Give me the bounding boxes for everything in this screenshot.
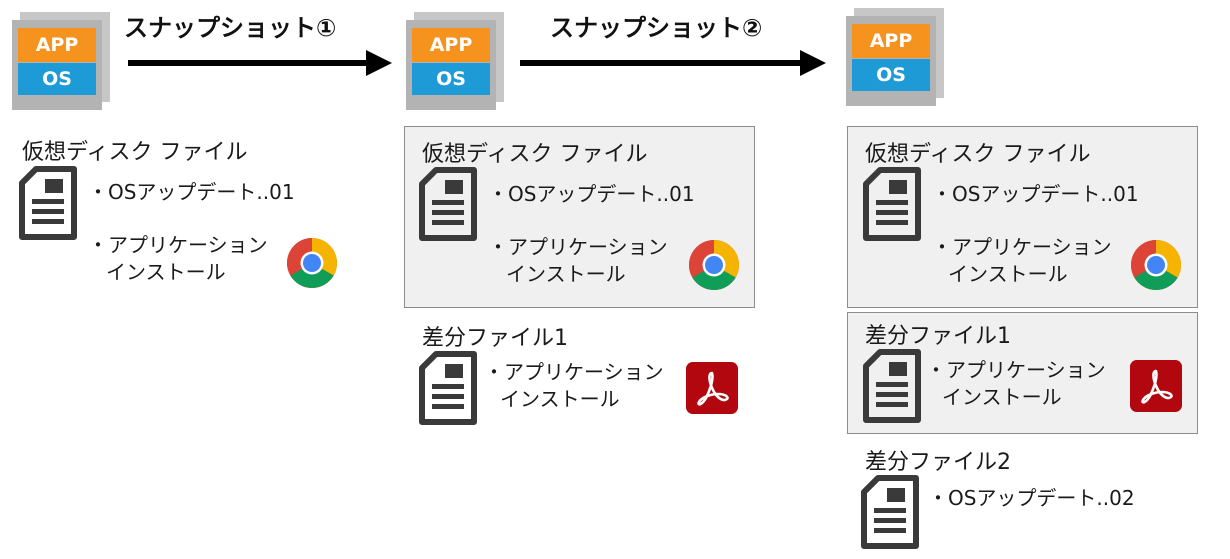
app-install-item-line1: ・アプリケーション xyxy=(932,235,1112,259)
os-update-item: ・OSアップデート..01 xyxy=(932,182,1139,206)
snapshot-1-label: スナップショット① xyxy=(124,14,337,42)
os-layer: OS xyxy=(852,59,930,91)
document-icon xyxy=(419,167,477,241)
os-update-item: ・OSアップデート..01 xyxy=(488,182,695,206)
os-layer: OS xyxy=(412,63,490,95)
app-install-item-line2: インストール xyxy=(942,385,1062,409)
app-layer: APP xyxy=(18,28,96,62)
os-update-item: ・OSアップデート..01 xyxy=(88,180,295,204)
vm-icon: APP OS xyxy=(12,12,110,110)
app-install-item-line1: ・アプリケーション xyxy=(88,233,268,257)
virtual-disk-title: 仮想ディスク ファイル xyxy=(422,142,648,167)
app-install-item-line2: インストール xyxy=(500,387,620,411)
document-icon xyxy=(863,167,921,241)
snapshot-2-label: スナップショット② xyxy=(550,14,763,42)
app-install-item-line1: ・アプリケーション xyxy=(926,358,1106,382)
virtual-disk-title: 仮想ディスク ファイル xyxy=(22,140,248,165)
diff-file-1-title: 差分ファイル1 xyxy=(422,326,568,351)
pdf-icon xyxy=(686,362,738,414)
app-layer: APP xyxy=(852,24,930,58)
os-update-item: ・OSアップデート..02 xyxy=(928,486,1135,510)
diff-file-1-title: 差分ファイル1 xyxy=(865,324,1011,349)
app-install-item-line1: ・アプリケーション xyxy=(484,360,664,384)
app-layer: APP xyxy=(412,28,490,62)
pdf-icon xyxy=(1130,360,1182,412)
os-layer: OS xyxy=(18,63,96,95)
arrow-head-icon xyxy=(366,50,392,76)
chrome-icon xyxy=(689,240,739,290)
vm-icon: APP OS xyxy=(846,8,944,106)
app-install-item-line2: インストール xyxy=(948,262,1068,286)
app-install-item-line1: ・アプリケーション xyxy=(488,235,668,259)
document-icon xyxy=(19,166,77,240)
document-icon xyxy=(419,351,477,425)
snapshot-2-arrow xyxy=(520,60,802,66)
app-install-item-line2: インストール xyxy=(506,262,626,286)
arrow-head-icon xyxy=(800,50,826,76)
chrome-icon xyxy=(1131,240,1181,290)
virtual-disk-title: 仮想ディスク ファイル xyxy=(865,142,1091,167)
vm-icon: APP OS xyxy=(406,12,504,110)
app-install-item-line2: インストール xyxy=(106,260,226,284)
document-icon xyxy=(863,349,921,423)
document-icon xyxy=(861,475,919,549)
diff-file-2-title: 差分ファイル2 xyxy=(865,450,1011,475)
chrome-icon xyxy=(287,238,337,288)
snapshot-1-arrow xyxy=(128,60,368,66)
